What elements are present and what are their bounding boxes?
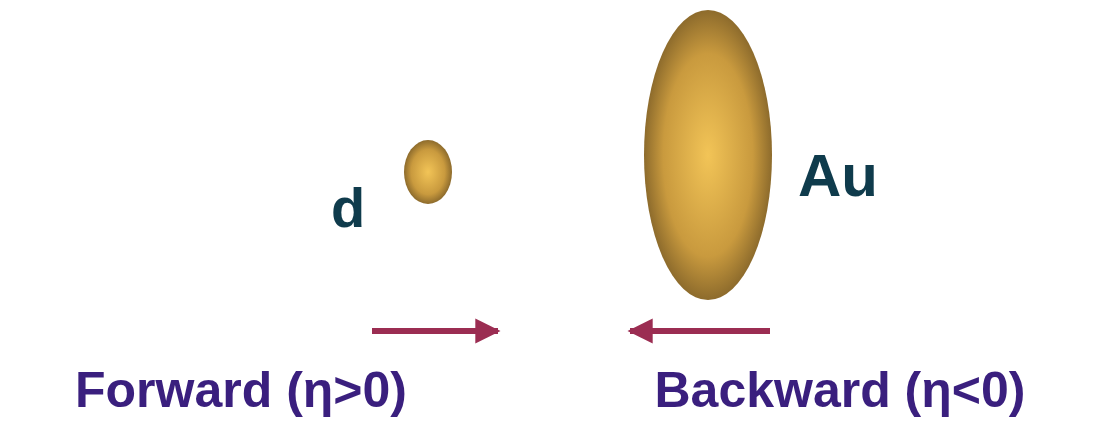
forward-arrow [372,328,498,334]
deuteron-nucleus [404,140,452,204]
gold-nucleus [644,10,772,300]
nucleus-label: Au [798,146,878,206]
backward-arrow [630,328,770,334]
nucleus-label: d [331,180,365,236]
direction-label: Backward (η<0) [655,365,1026,415]
direction-label: Forward (η>0) [75,365,407,415]
